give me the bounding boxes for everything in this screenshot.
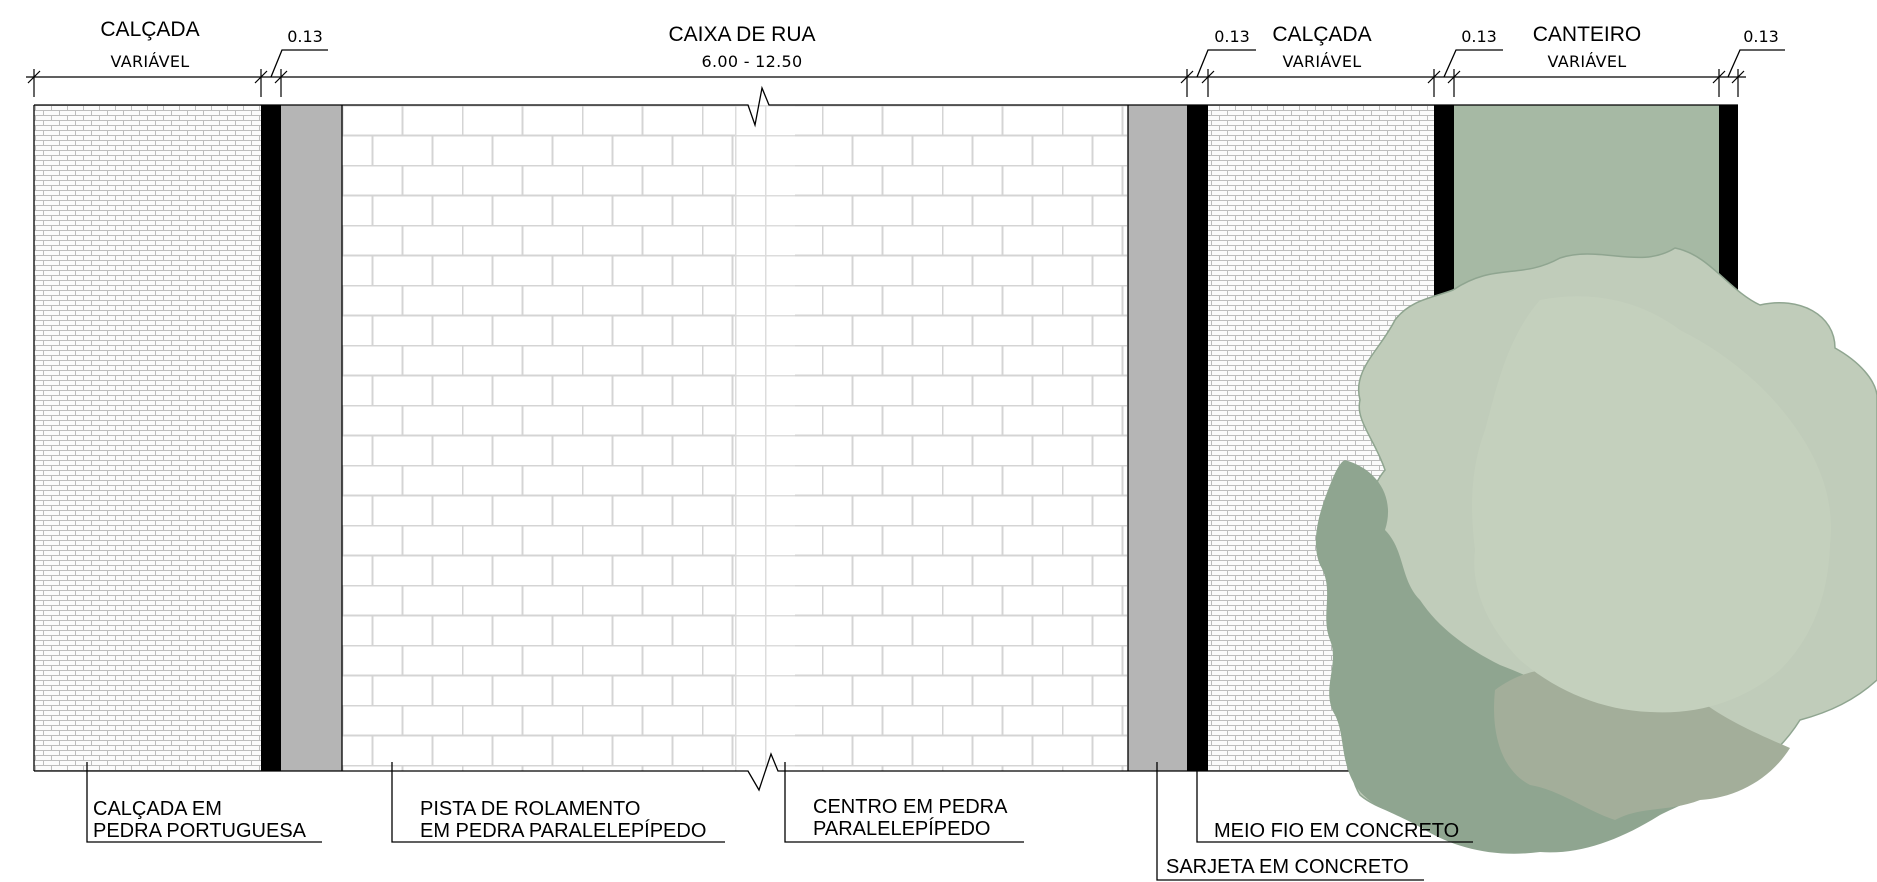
street-sub: 6.00 - 12.50 <box>702 52 803 71</box>
roadway-left-paving <box>342 105 735 771</box>
curb-left <box>261 105 281 771</box>
sidewalk-right-sub: VARIÁVEL <box>1283 52 1362 71</box>
sidewalk-right-title: CALÇADA <box>1272 23 1371 46</box>
sidewalk-left-title: CALÇADA <box>100 18 199 41</box>
street-title: CAIXA DE RUA <box>668 23 815 46</box>
planter-title: CANTEIRO <box>1533 23 1642 46</box>
callout-center-line1: CENTRO EM PEDRA <box>813 796 1008 818</box>
callout-center-line2: PARALELEPÍPEDO <box>813 817 990 840</box>
callout-roadway-line2: EM PEDRA PARALELEPÍPEDO <box>420 819 706 842</box>
bottom-break-line <box>34 752 1738 792</box>
gutter-left <box>281 105 342 771</box>
tree-canopy <box>1315 247 1877 854</box>
planter-sub: VARIÁVEL <box>1548 52 1627 71</box>
center-strip-paving <box>735 105 795 771</box>
curb-right-value: 0.13 <box>1214 27 1250 46</box>
dimension-line <box>26 49 1785 97</box>
roadway-right-paving <box>795 105 1127 771</box>
callout-gutter: SARJETA EM CONCRETO <box>1166 856 1409 878</box>
gutter-right <box>1128 105 1187 771</box>
curb-planter-value: 0.13 <box>1461 27 1497 46</box>
callout-leaders <box>86 762 1473 881</box>
callout-sidewalk-line1: CALÇADA EM <box>93 798 222 820</box>
sidewalk-left-sub: VARIÁVEL <box>111 52 190 71</box>
callout-sidewalk-line2: PEDRA PORTUGUESA <box>93 820 307 842</box>
callout-roadway-line1: PISTA DE ROLAMENTO <box>420 798 640 820</box>
curb-left-value: 0.13 <box>287 27 323 46</box>
callout-curb: MEIO FIO EM CONCRETO <box>1214 820 1459 842</box>
curb-end-value: 0.13 <box>1743 27 1779 46</box>
curb-right <box>1187 105 1208 771</box>
top-break-line <box>34 85 1738 128</box>
sidewalk-left-paving <box>34 105 261 771</box>
